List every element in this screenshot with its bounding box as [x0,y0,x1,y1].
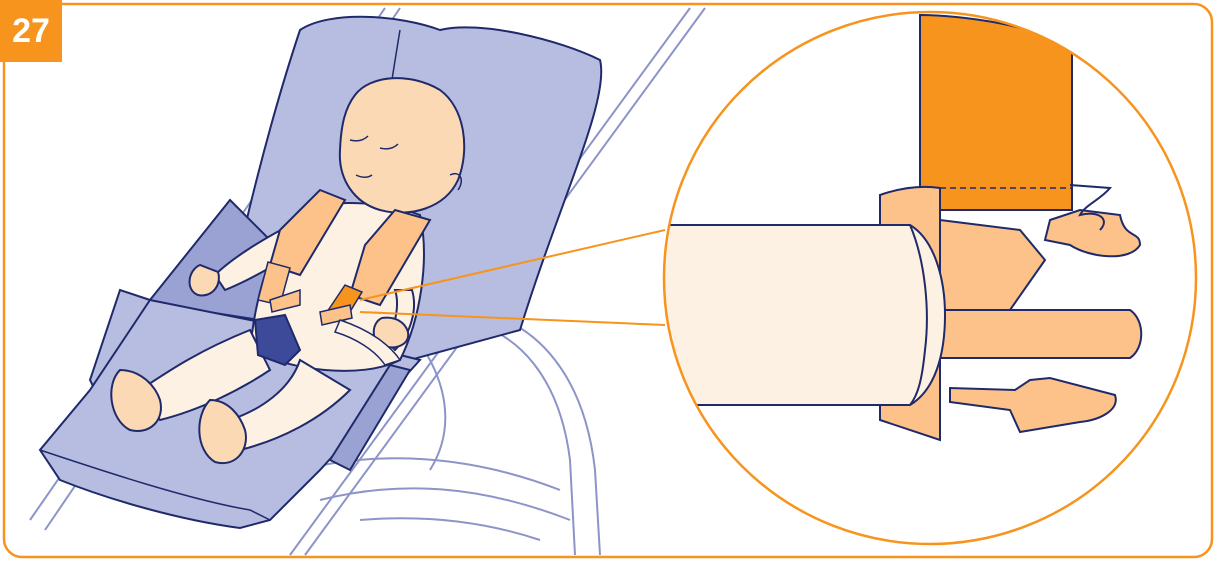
step-number-badge: 27 [0,0,62,62]
step-number: 27 [12,12,50,50]
buckle-closeup [660,12,1196,544]
